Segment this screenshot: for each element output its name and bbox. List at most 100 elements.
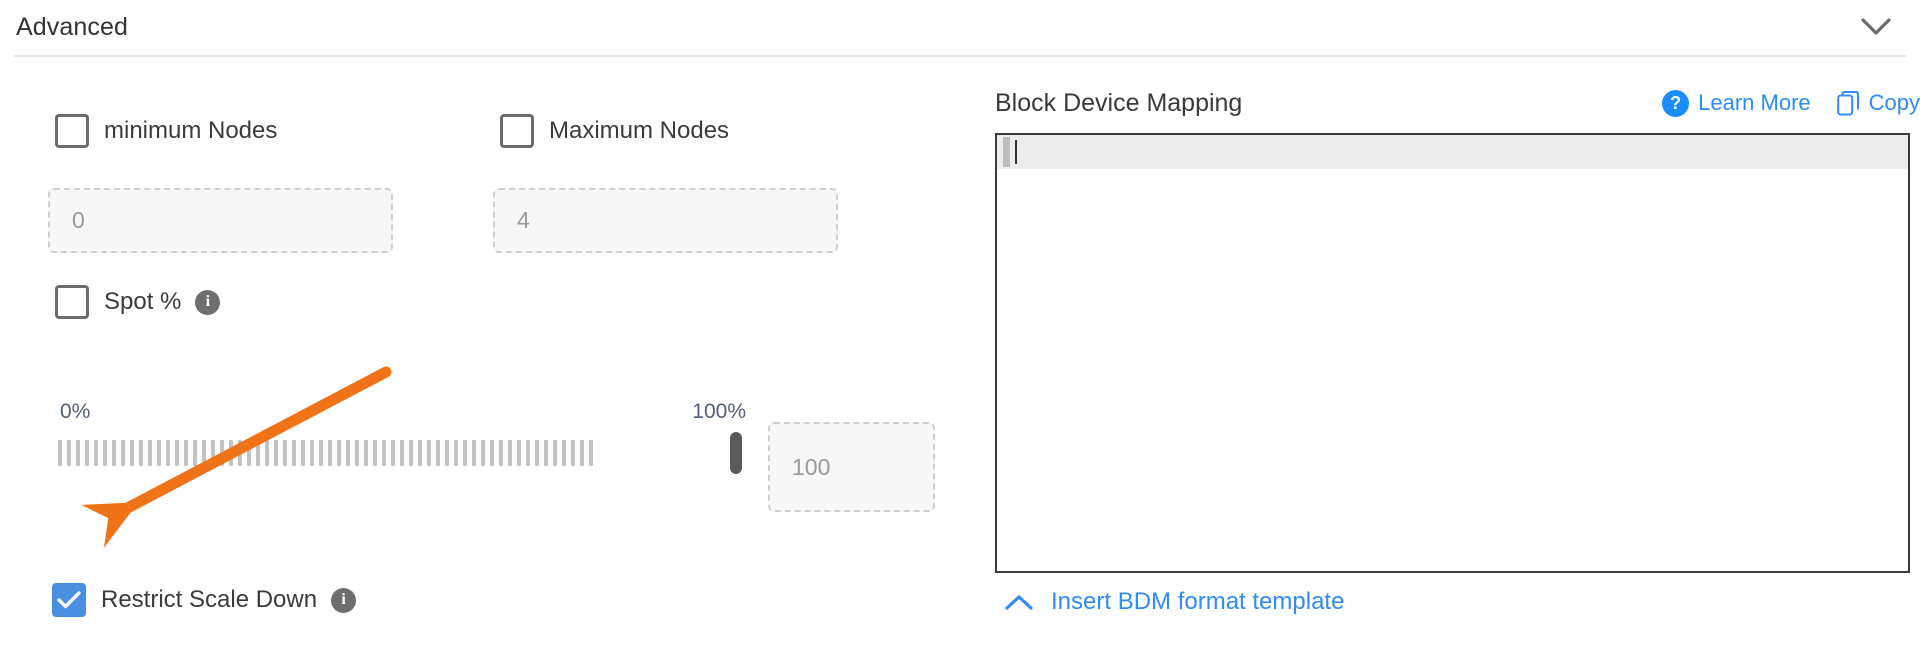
slider-tick: [319, 440, 323, 466]
slider-tick: [508, 440, 512, 466]
spot-percent-checkbox[interactable]: [55, 285, 89, 319]
slider-tick: [112, 440, 116, 466]
slider-tick: [130, 440, 134, 466]
slider-tick: [400, 440, 404, 466]
slider-tick: [292, 440, 296, 466]
maximum-nodes-checkbox[interactable]: [500, 114, 534, 148]
chevron-down-icon: [1861, 18, 1891, 35]
slider-tick: [301, 440, 305, 466]
editor-gutter-marker: [1003, 137, 1010, 167]
slider-tick: [166, 440, 170, 466]
minimum-nodes-checkbox[interactable]: [55, 114, 89, 148]
spot-percent-row: Spot % i: [55, 285, 221, 319]
slider-tick: [148, 440, 152, 466]
bdm-code-editor[interactable]: [995, 133, 1910, 573]
slider-tick: [499, 440, 503, 466]
block-device-mapping-panel: Block Device Mapping ? Learn More Copy: [995, 70, 1920, 656]
slider-tick: [373, 440, 377, 466]
slider-tick: [472, 440, 476, 466]
spot-percent-value-input[interactable]: 100: [768, 422, 935, 512]
slider-min-label: 0%: [60, 400, 91, 423]
info-icon[interactable]: i: [331, 587, 357, 613]
minimum-nodes-input[interactable]: 0: [48, 188, 393, 253]
slider-tick: [436, 440, 440, 466]
slider-tick: [589, 440, 593, 466]
slider-tick: [193, 440, 197, 466]
chevron-up-icon: [1005, 594, 1033, 610]
slider-tick: [157, 440, 161, 466]
restrict-scale-down-checkbox[interactable]: [52, 583, 86, 617]
slider-tick: [202, 440, 206, 466]
restrict-scale-down-row: Restrict Scale Down i: [52, 583, 357, 617]
spot-percent-slider-group: 0% 100%: [58, 400, 748, 490]
slider-tick: [85, 440, 89, 466]
slider-tick: [310, 440, 314, 466]
check-icon: [57, 591, 81, 609]
slider-tick: [364, 440, 368, 466]
copy-label: Copy: [1868, 90, 1920, 115]
slider-tick: [238, 440, 242, 466]
maximum-nodes-input[interactable]: 4: [493, 188, 838, 253]
slider-tick: [220, 440, 224, 466]
slider-tick: [535, 440, 539, 466]
help-circle-icon: ?: [1662, 89, 1690, 117]
maximum-nodes-label: Maximum Nodes: [549, 117, 730, 144]
page-title: Advanced: [16, 12, 128, 41]
slider-tick: [355, 440, 359, 466]
slider-tick: [445, 440, 449, 466]
left-column: minimum Nodes 0 Maximum Nodes 4 Spot % i…: [0, 70, 960, 656]
slider-tick: [580, 440, 584, 466]
slider-tick: [76, 440, 80, 466]
slider-tick: [121, 440, 125, 466]
slider-tick: [526, 440, 530, 466]
slider-tick: [337, 440, 341, 466]
slider-tick: [391, 440, 395, 466]
collapse-section-button[interactable]: [1856, 7, 1896, 47]
editor-caret: [1015, 140, 1017, 164]
section-header: Advanced: [0, 0, 1920, 54]
info-icon[interactable]: i: [195, 289, 221, 315]
slider-tick: [553, 440, 557, 466]
slider-tick: [490, 440, 494, 466]
bdm-title: Block Device Mapping: [995, 88, 1243, 117]
minimum-nodes-label: minimum Nodes: [104, 117, 278, 144]
slider-tick: [103, 440, 107, 466]
bdm-actions: ? Learn More Copy: [1662, 89, 1920, 117]
slider-tick: [454, 440, 458, 466]
maximum-nodes-row: Maximum Nodes: [500, 114, 729, 148]
slider-tick: [283, 440, 287, 466]
insert-bdm-template-link[interactable]: Insert BDM format template: [1005, 588, 1344, 616]
slider-tick: [184, 440, 188, 466]
slider-tick: [562, 440, 566, 466]
minimum-nodes-placeholder: 0: [72, 207, 85, 233]
slider-tick: [517, 440, 521, 466]
slider-tick: [328, 440, 332, 466]
maximum-nodes-placeholder: 4: [517, 207, 530, 233]
slider-max-label: 100%: [692, 400, 746, 423]
slider-tick: [544, 440, 548, 466]
learn-more-link[interactable]: ? Learn More: [1662, 89, 1811, 117]
slider-tick: [427, 440, 431, 466]
header-divider: [14, 55, 1906, 57]
copy-button[interactable]: Copy: [1836, 90, 1920, 116]
spot-percent-slider[interactable]: [58, 438, 748, 468]
slider-tick: [256, 440, 260, 466]
slider-tick: [58, 440, 62, 466]
restrict-scale-down-label: Restrict Scale Down: [101, 586, 318, 613]
slider-tick: [175, 440, 179, 466]
minimum-nodes-row: minimum Nodes: [55, 114, 277, 148]
slider-tick: [265, 440, 269, 466]
slider-tick: [571, 440, 575, 466]
slider-tick: [418, 440, 422, 466]
slider-tick: [409, 440, 413, 466]
spot-percent-value: 100: [792, 453, 831, 480]
bdm-header: Block Device Mapping ? Learn More Copy: [995, 85, 1920, 121]
editor-active-line: [997, 135, 1908, 169]
slider-tick: [346, 440, 350, 466]
slider-tick: [67, 440, 71, 466]
learn-more-label: Learn More: [1698, 90, 1811, 115]
slider-tick: [247, 440, 251, 466]
copy-icon: [1836, 90, 1859, 115]
slider-thumb[interactable]: [730, 432, 742, 474]
